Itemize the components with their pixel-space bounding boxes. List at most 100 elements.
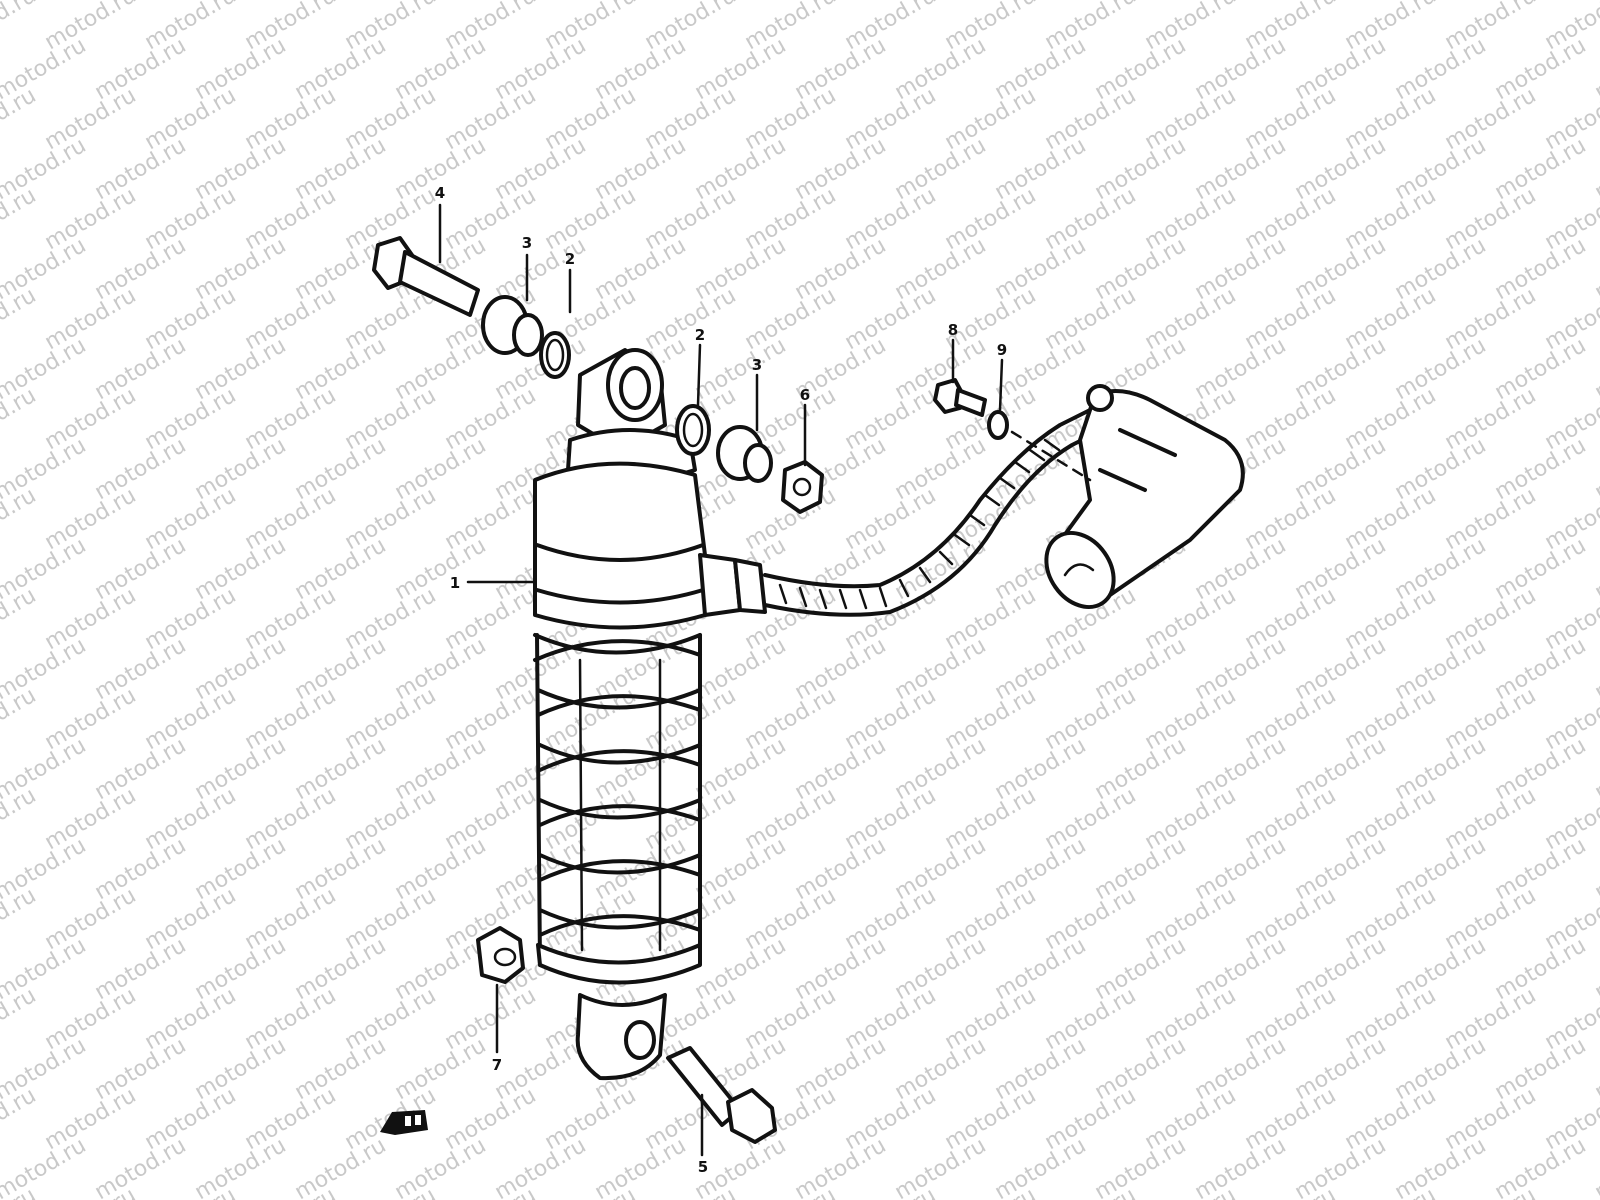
watermark-text: motod.ru — [191, 833, 291, 905]
watermark-text: motod.ru — [891, 1033, 991, 1105]
watermark-text: motod.ru — [1341, 383, 1441, 455]
watermark-text: motod.ru — [1591, 433, 1600, 505]
watermark-text: motod.ru — [1241, 283, 1341, 355]
watermark-text: motod.ru — [541, 183, 641, 255]
watermark-text: motod.ru — [591, 33, 691, 105]
watermark-text: motod.ru — [641, 283, 741, 355]
watermark-text: motod.ru — [41, 283, 141, 355]
watermark-text: motod.ru — [1091, 833, 1191, 905]
watermark-text: motod.ru — [691, 33, 791, 105]
watermark-text: motod.ru — [1341, 183, 1441, 255]
watermark-text: motod.ru — [891, 1133, 991, 1200]
watermark-text: motod.ru — [441, 83, 541, 155]
watermark-text: motod.ru — [341, 1183, 441, 1200]
watermark-text: motod.ru — [1191, 833, 1291, 905]
watermark-text: motod.ru — [1441, 583, 1541, 655]
watermark-text: motod.ru — [941, 1183, 1041, 1200]
watermark-text: motod.ru — [441, 983, 541, 1055]
watermark-text: motod.ru — [891, 233, 991, 305]
callout-label: 3 — [522, 234, 532, 252]
watermark-text: motod.ru — [1341, 483, 1441, 555]
watermark-text: motod.ru — [1591, 333, 1600, 405]
watermark-text: motod.ru — [741, 783, 841, 855]
watermark-text: motod.ru — [391, 833, 491, 905]
watermark-text: motod.ru — [1241, 1183, 1341, 1200]
watermark-text: motod.ru — [91, 833, 191, 905]
reservoir-washer — [987, 410, 1009, 440]
watermark-text: motod.ru — [1141, 183, 1241, 255]
watermark-text: motod.ru — [591, 133, 691, 205]
watermark-text: motod.ru — [291, 833, 391, 905]
watermark-text: motod.ru — [1491, 933, 1591, 1005]
watermark-text: motod.ru — [491, 1033, 591, 1105]
front-direction-arrow-icon — [380, 1110, 428, 1135]
watermark-text: motod.ru — [391, 733, 491, 805]
watermark-text: motod.ru — [141, 783, 241, 855]
watermark-text: motod.ru — [191, 33, 291, 105]
watermark-text: motod.ru — [691, 833, 791, 905]
watermark-text: motod.ru — [141, 183, 241, 255]
watermark-text: motod.ru — [1491, 533, 1591, 605]
watermark-text: motod.ru — [41, 783, 141, 855]
watermark-text: motod.ru — [791, 133, 891, 205]
watermark-text: motod.ru — [1441, 783, 1541, 855]
watermark-text: motod.ru — [641, 1183, 741, 1200]
watermark-text: motod.ru — [1141, 1183, 1241, 1200]
watermark-text: motod.ru — [291, 533, 391, 605]
watermark-text: motod.ru — [891, 433, 991, 505]
watermark-text: motod.ru — [1591, 1133, 1600, 1200]
watermark-text: motod.ru — [941, 483, 1041, 555]
watermark-text: motod.ru — [791, 1033, 891, 1105]
watermark-text: motod.ru — [1591, 233, 1600, 305]
watermark-text: motod.ru — [191, 733, 291, 805]
watermark-text: motod.ru — [191, 533, 291, 605]
watermark-text: motod.ru — [1591, 33, 1600, 105]
watermark-text: motod.ru — [1441, 983, 1541, 1055]
watermark-text: motod.ru — [41, 683, 141, 755]
watermark-text: motod.ru — [1191, 1133, 1291, 1200]
watermark-text: motod.ru — [1591, 933, 1600, 1005]
callout-label: 7 — [492, 1056, 502, 1074]
watermark-text: motod.ru — [1241, 583, 1341, 655]
watermark-text: motod.ru — [391, 533, 491, 605]
watermark-text: motod.ru — [441, 1183, 541, 1200]
watermark-text: motod.ru — [241, 783, 341, 855]
watermark-text: motod.ru — [141, 83, 241, 155]
watermark-text: motod.ru — [141, 983, 241, 1055]
watermark-text: motod.ru — [1341, 783, 1441, 855]
bushing-upper — [481, 295, 544, 357]
watermark-text: motod.ru — [1091, 1133, 1191, 1200]
watermark-text: motod.ru — [91, 233, 191, 305]
watermark-text: motod.ru — [1391, 733, 1491, 805]
watermark-text: motod.ru — [841, 883, 941, 955]
watermark-text: motod.ru — [191, 433, 291, 505]
watermark-text: motod.ru — [791, 1133, 891, 1200]
watermark-text: motod.ru — [1141, 783, 1241, 855]
watermark-text: motod.ru — [1391, 633, 1491, 705]
watermark-text: motod.ru — [1491, 33, 1591, 105]
watermark-text: motod.ru — [141, 1183, 241, 1200]
watermark-text: motod.ru — [1391, 433, 1491, 505]
watermark-text: motod.ru — [591, 233, 691, 305]
watermark-text: motod.ru — [241, 683, 341, 755]
watermark-text: motod.ru — [141, 1083, 241, 1155]
watermark-text: motod.ru — [841, 283, 941, 355]
watermark-text: motod.ru — [1291, 33, 1391, 105]
watermark-text: motod.ru — [1291, 1133, 1391, 1200]
watermark-text: motod.ru — [691, 633, 791, 705]
watermark-text: motod.ru — [1591, 633, 1600, 705]
watermark-text: motod.ru — [391, 1033, 491, 1105]
watermark-text: motod.ru — [391, 933, 491, 1005]
reservoir-bolt — [933, 378, 987, 417]
watermark-text: motod.ru — [291, 633, 391, 705]
watermark-text: motod.ru — [1041, 183, 1141, 255]
watermark-text: motod.ru — [1241, 383, 1341, 455]
watermark-text: motod.ru — [441, 783, 541, 855]
watermark-text: motod.ru — [1391, 833, 1491, 905]
watermark-text: motod.ru — [1241, 183, 1341, 255]
watermark-text: motod.ru — [91, 433, 191, 505]
watermark-text: motod.ru — [1341, 1183, 1441, 1200]
watermark-text: motod.ru — [891, 733, 991, 805]
watermark-text: motod.ru — [941, 783, 1041, 855]
